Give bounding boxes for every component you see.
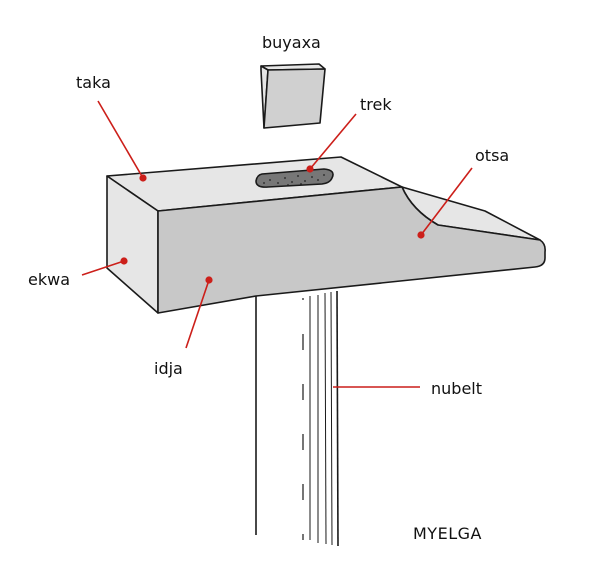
leader-idja xyxy=(185,279,210,349)
label-nubelt: nubelt xyxy=(431,379,482,398)
label-idja: idja xyxy=(154,359,183,378)
label-ekwa: ekwa xyxy=(28,270,70,289)
wedge xyxy=(260,63,326,129)
diagram-title: MYELGA xyxy=(413,524,482,543)
hammer-head xyxy=(106,156,546,314)
label-trek: trek xyxy=(360,95,392,114)
dot-ekwa xyxy=(120,257,128,265)
dot-taka xyxy=(139,174,147,182)
leader-taka xyxy=(97,100,144,179)
dot-trek xyxy=(306,165,314,173)
leader-lines xyxy=(81,100,473,388)
label-buyaxa: buyaxa xyxy=(262,33,321,52)
leader-dots xyxy=(120,165,425,284)
dot-idja xyxy=(205,276,213,284)
dot-otsa xyxy=(417,231,425,239)
handle xyxy=(255,290,339,547)
head-side-face xyxy=(157,186,546,314)
label-otsa: otsa xyxy=(475,146,510,165)
eye-slot xyxy=(255,168,334,188)
label-taka: taka xyxy=(76,73,111,92)
leader-trek xyxy=(309,113,357,170)
leader-ekwa xyxy=(81,260,125,276)
leader-otsa xyxy=(420,167,473,236)
